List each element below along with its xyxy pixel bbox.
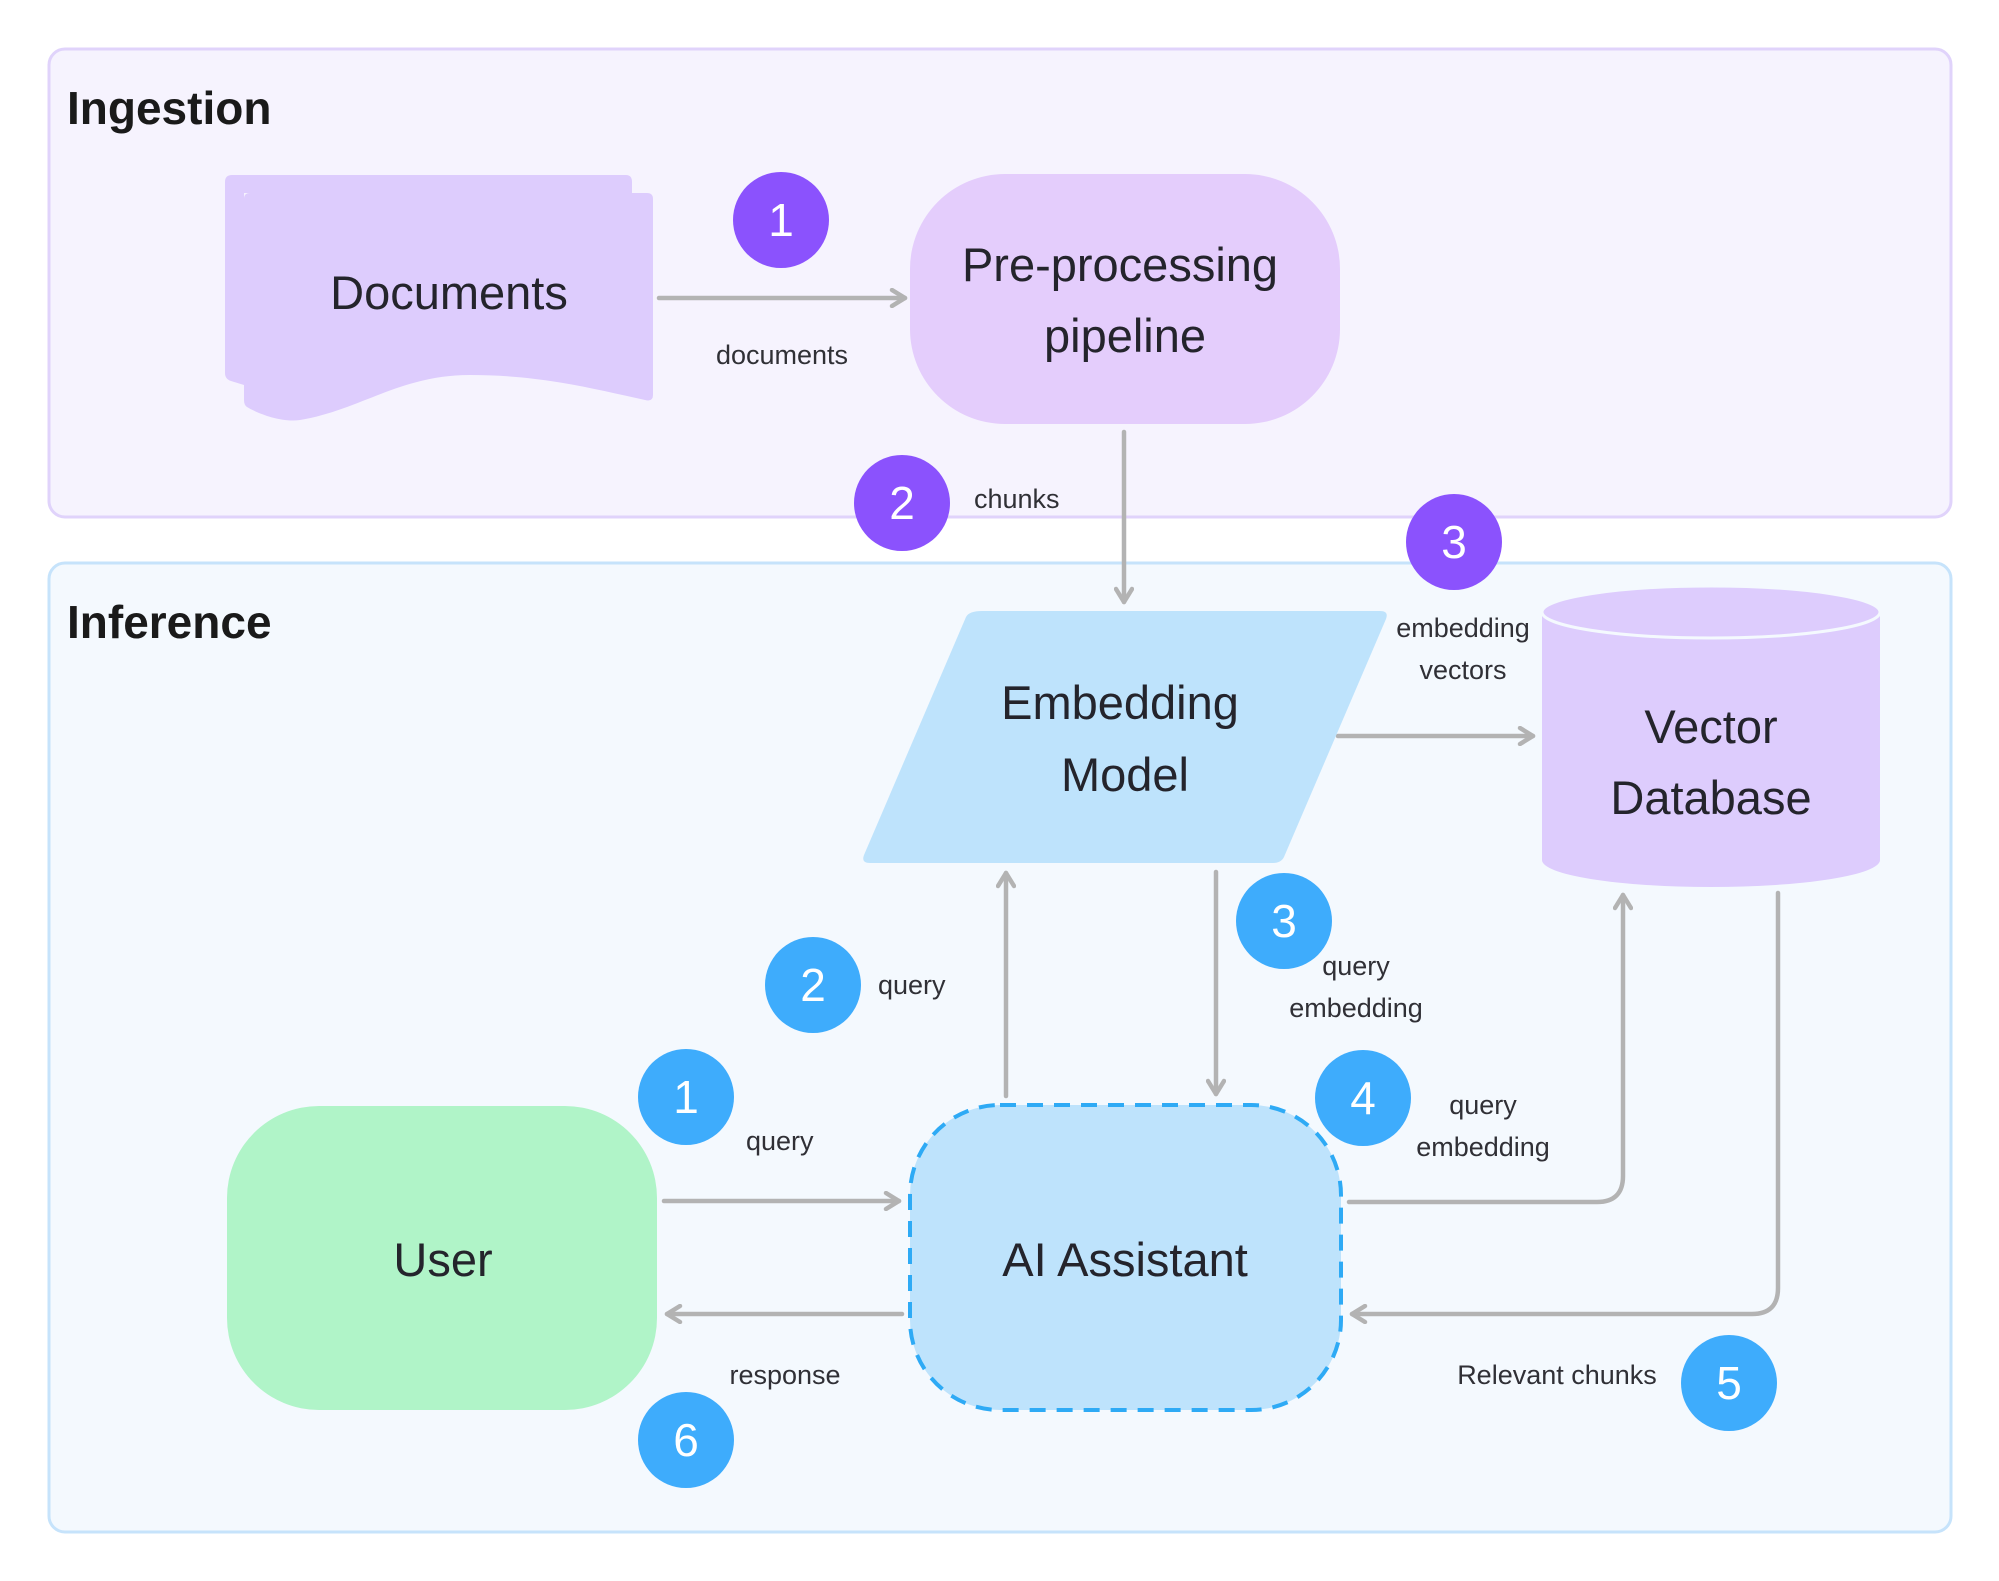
vector-database-top	[1540, 584, 1882, 640]
ingestion-step-1: 1 documents	[716, 172, 848, 370]
ai-assistant-label: AI Assistant	[1002, 1233, 1248, 1286]
step-badge	[638, 1049, 734, 1145]
ingestion-step-3: 3 embedding vectors	[1396, 494, 1530, 685]
step-number: 3	[1271, 895, 1297, 947]
embedding-model-shape	[863, 611, 1387, 863]
step-badge	[1236, 873, 1332, 969]
vector-database-body	[1542, 614, 1880, 887]
inference-step-3: 3 query embedding	[1236, 873, 1423, 1023]
edges	[656, 298, 1781, 1314]
embedding-model-label-line2: Model	[1061, 748, 1189, 801]
inference-title: Inference	[67, 596, 272, 648]
pipeline-label-line2: pipeline	[1044, 309, 1206, 362]
inference-step-4: 4 query embedding	[1315, 1050, 1550, 1162]
edge-vectordb-to-assistant	[1349, 890, 1781, 1314]
pipeline-node[interactable]: Pre-processing pipeline	[910, 174, 1340, 424]
step-badge	[638, 1392, 734, 1488]
step-badge	[1681, 1335, 1777, 1431]
user-label: User	[393, 1233, 492, 1286]
step-label: query	[746, 1126, 814, 1156]
ai-assistant-box	[908, 1103, 1343, 1412]
step-number: 6	[673, 1414, 699, 1466]
vector-database-label-line1: Vector	[1644, 700, 1777, 753]
step-badge	[733, 172, 829, 268]
inference-step-2: 2 query	[765, 937, 946, 1033]
documents-label: Documents	[330, 266, 568, 319]
ingestion-title: Ingestion	[67, 82, 271, 134]
step-badge	[765, 937, 861, 1033]
step-badge	[854, 455, 950, 551]
documents-front-sheet	[244, 193, 653, 421]
step-number: 2	[800, 959, 826, 1011]
inference-step-5: 5 Relevant chunks	[1457, 1335, 1777, 1431]
step-label-line2: embedding	[1289, 993, 1423, 1023]
step-label-line1: query	[1322, 951, 1390, 981]
edge-assistant-to-vectordb	[1346, 892, 1623, 1205]
user-node[interactable]: User	[227, 1106, 657, 1410]
step-number: 1	[673, 1071, 699, 1123]
step-number: 5	[1716, 1357, 1742, 1409]
ingestion-step-2: 2 chunks	[854, 455, 1060, 551]
vector-database-node[interactable]: Vector Database	[1540, 584, 1882, 887]
step-label-line1: embedding	[1396, 613, 1530, 643]
inference-step-1: 1 query	[638, 1049, 814, 1156]
embedding-model-node[interactable]: Embedding Model	[863, 611, 1387, 863]
step-label: documents	[716, 340, 848, 370]
embedding-model-label-line1: Embedding	[1001, 676, 1239, 729]
user-box	[227, 1106, 657, 1410]
step-label-line2: embedding	[1416, 1132, 1550, 1162]
step-badge	[1406, 494, 1502, 590]
step-badge	[1315, 1050, 1411, 1146]
step-number: 4	[1350, 1072, 1376, 1124]
pipeline-label-line1: Pre-processing	[962, 238, 1278, 291]
step-label-line2: vectors	[1419, 655, 1506, 685]
step-label: query	[878, 970, 946, 1000]
ai-assistant-node[interactable]: AI Assistant	[908, 1103, 1343, 1412]
step-label: response	[729, 1360, 840, 1390]
step-label: chunks	[974, 484, 1060, 514]
step-number: 2	[889, 477, 915, 529]
pipeline-box	[910, 174, 1340, 424]
step-label-line1: query	[1449, 1090, 1517, 1120]
inference-step-6: 6 response	[638, 1360, 841, 1488]
vector-database-label-line2: Database	[1610, 771, 1811, 824]
step-number: 3	[1441, 516, 1467, 568]
documents-node[interactable]: Documents	[225, 175, 653, 421]
step-number: 1	[768, 194, 794, 246]
step-label: Relevant chunks	[1457, 1360, 1657, 1390]
